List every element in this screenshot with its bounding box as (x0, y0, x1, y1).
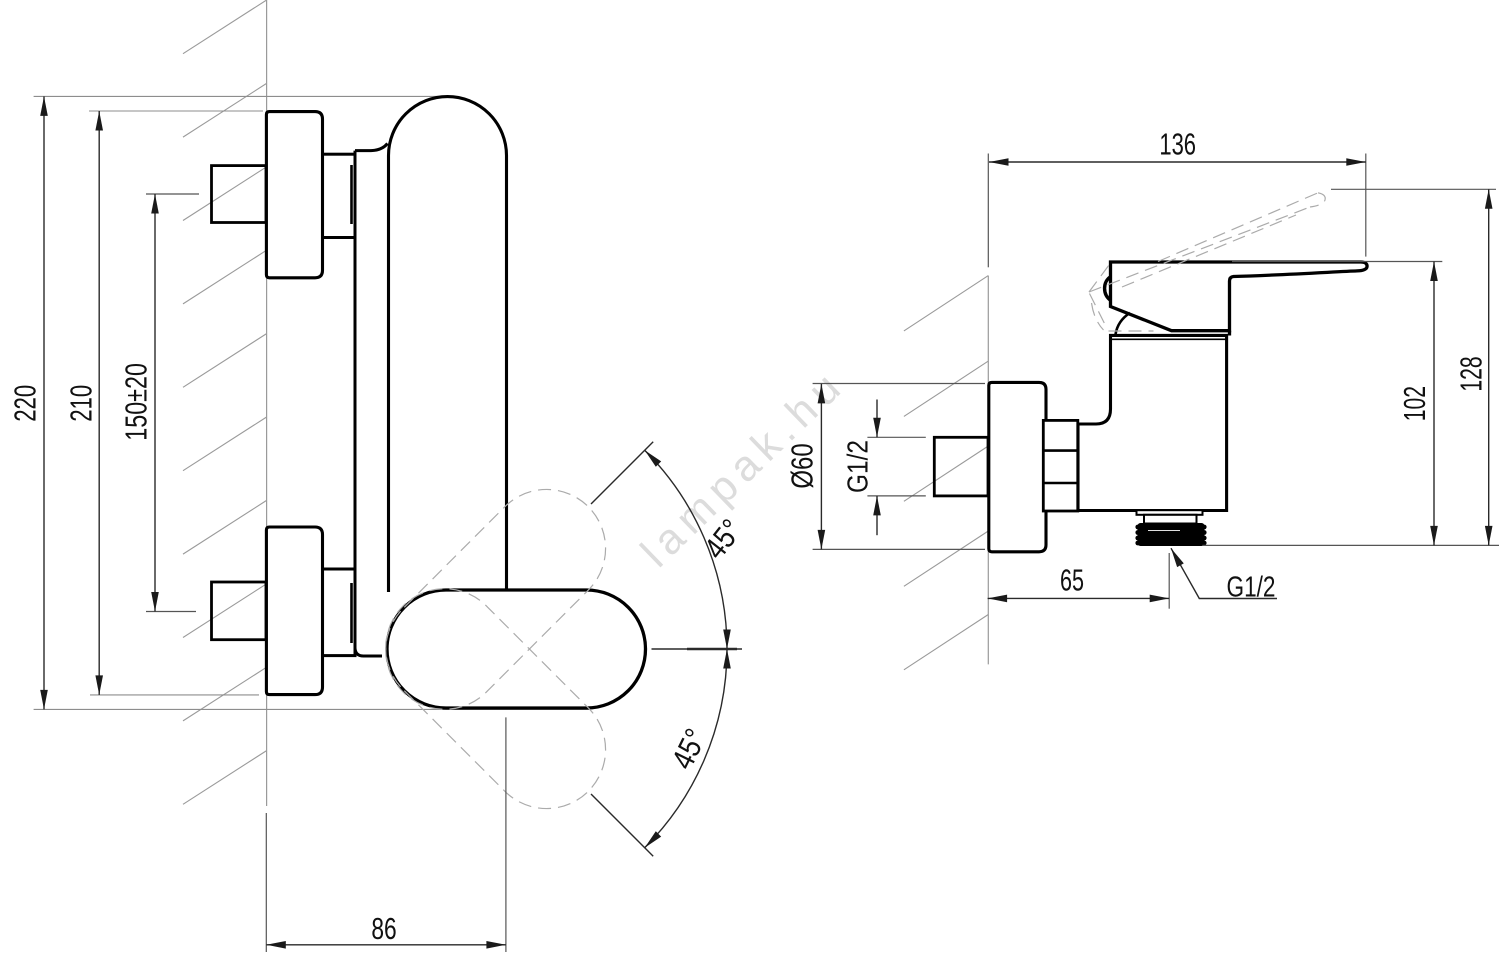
svg-text:136: 136 (1159, 126, 1196, 161)
svg-text:220: 220 (8, 385, 43, 422)
svg-text:G1/2: G1/2 (843, 440, 875, 493)
svg-text:102: 102 (1397, 386, 1432, 421)
svg-text:210: 210 (63, 385, 98, 422)
svg-text:65: 65 (1060, 563, 1084, 598)
svg-text:G1/2: G1/2 (1227, 571, 1276, 603)
svg-text:Ø60: Ø60 (784, 443, 819, 488)
svg-text:128: 128 (1454, 356, 1489, 391)
svg-text:150±20: 150±20 (118, 363, 153, 441)
svg-text:86: 86 (371, 911, 396, 946)
